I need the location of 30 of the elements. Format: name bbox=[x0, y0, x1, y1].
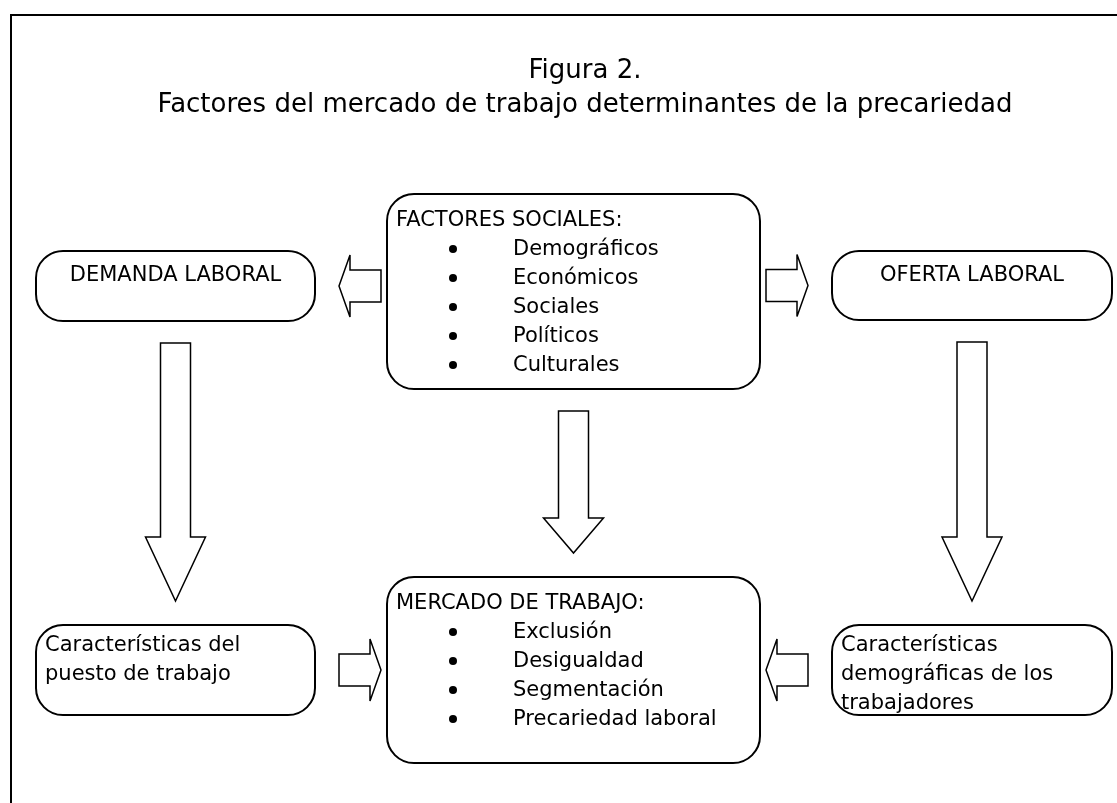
rounded-box bbox=[35, 250, 316, 322]
figure-number: Figura 2. bbox=[527, 53, 643, 86]
box-text: MERCADO DE TRABAJO: bbox=[396, 589, 646, 616]
box-text: OFERTA LABORAL bbox=[879, 261, 1065, 288]
list-item-text: Culturales bbox=[513, 351, 620, 378]
list-item-text: Segmentación bbox=[513, 676, 664, 703]
rounded-box bbox=[386, 576, 761, 764]
block-arrow bbox=[144, 342, 207, 603]
box-text: Características demográficas de los trabajadores bbox=[841, 631, 1055, 716]
list-item-text: Políticos bbox=[513, 322, 599, 349]
block-arrow bbox=[541, 410, 606, 555]
block-arrow bbox=[338, 254, 382, 318]
list-item-text: Precariedad laboral bbox=[513, 705, 717, 732]
list-item-text: Demográficos bbox=[513, 235, 659, 262]
rounded-box bbox=[831, 624, 1113, 716]
list-item-text: Económicos bbox=[513, 264, 639, 291]
box-text: Características del puesto de trabajo bbox=[45, 631, 242, 687]
block-arrow bbox=[338, 638, 382, 702]
box-text: FACTORES SOCIALES: bbox=[396, 206, 624, 233]
block-arrow bbox=[765, 638, 809, 702]
block-arrow bbox=[940, 341, 1004, 603]
title: Factores del mercado de trabajo determinantes de la precariedad bbox=[156, 87, 1014, 120]
rounded-box bbox=[386, 193, 761, 390]
rounded-box bbox=[831, 250, 1113, 321]
list-item-text: Desigualdad bbox=[513, 647, 644, 674]
list-item-text: Sociales bbox=[513, 293, 600, 320]
box-text: DEMANDA LABORAL bbox=[69, 261, 282, 288]
rounded-box bbox=[35, 624, 316, 716]
block-arrow bbox=[765, 253, 809, 318]
list-item-text: Exclusión bbox=[513, 618, 612, 645]
